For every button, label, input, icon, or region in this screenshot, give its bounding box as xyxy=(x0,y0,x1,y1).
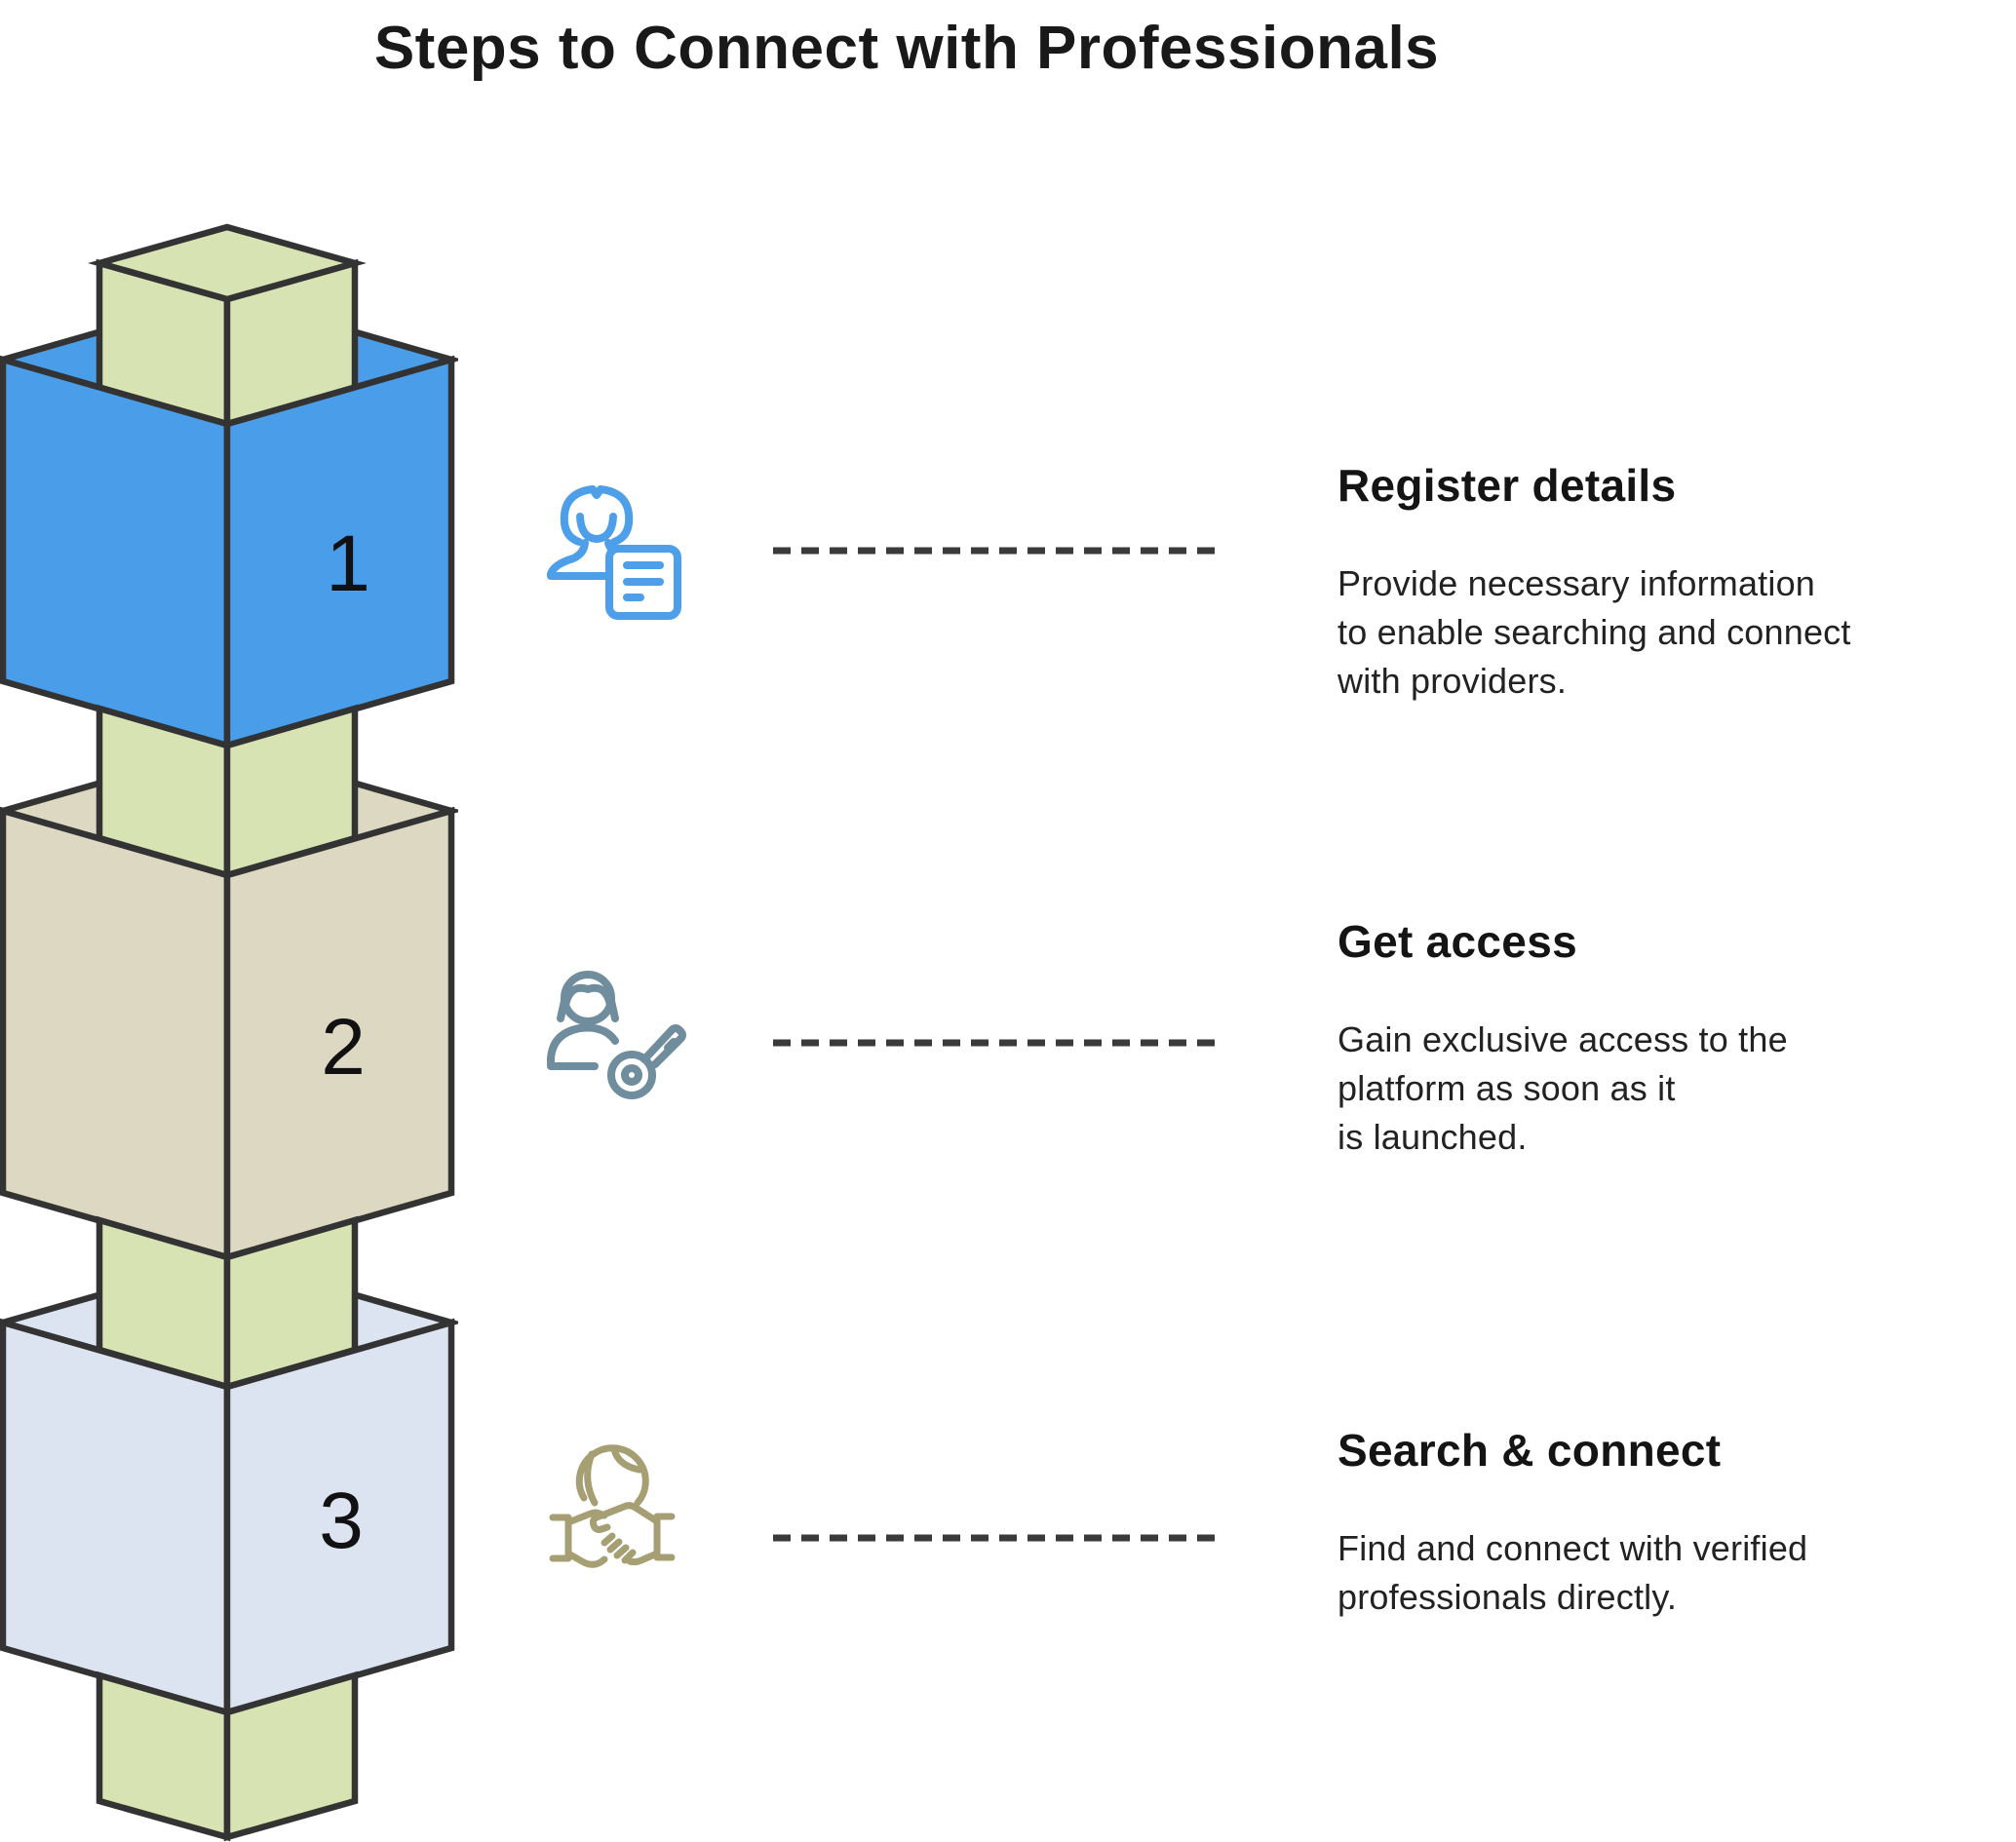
step-description: Gain exclusive access to the platform as… xyxy=(1338,1018,1788,1157)
person-with-key-icon xyxy=(536,965,731,1140)
step-number: 3 xyxy=(319,1477,364,1565)
document-glyph xyxy=(605,545,681,620)
step-title: Search & connect xyxy=(1338,1425,1722,1476)
step-description: Find and connect with verified professio… xyxy=(1338,1527,1808,1617)
globe-glyph xyxy=(575,1444,649,1507)
page-title: Steps to Connect with Professionals xyxy=(373,15,1440,82)
step-title: Register details xyxy=(1338,460,1677,511)
person-glyph xyxy=(547,971,619,1070)
step-number: 1 xyxy=(326,519,370,608)
step1-cube-left-face xyxy=(0,355,231,750)
step-3-text-block: Search & connect Find and connect with v… xyxy=(1338,1423,2000,1622)
key-glyph xyxy=(607,1024,686,1099)
top-cap-cube-top-face xyxy=(88,223,367,303)
step2-cube-left-face xyxy=(0,806,231,1262)
step-title: Get access xyxy=(1338,916,1577,967)
step-1-text-block: Register details Provide necessary infor… xyxy=(1338,458,2000,706)
step-2-text-block: Get access Gain exclusive access to the … xyxy=(1338,914,2000,1162)
step3-cube-left-face xyxy=(0,1318,231,1717)
step-number: 2 xyxy=(321,1003,366,1092)
bottom-cap-cube-right-face xyxy=(223,1670,359,1842)
globe-handshake-icon xyxy=(536,1442,731,1618)
step-description: Provide necessary information to enable … xyxy=(1338,562,1851,701)
handshake-glyph xyxy=(549,1502,676,1568)
person-with-form-icon xyxy=(536,468,731,643)
cube-stack: 1 2 3 xyxy=(0,223,458,1842)
